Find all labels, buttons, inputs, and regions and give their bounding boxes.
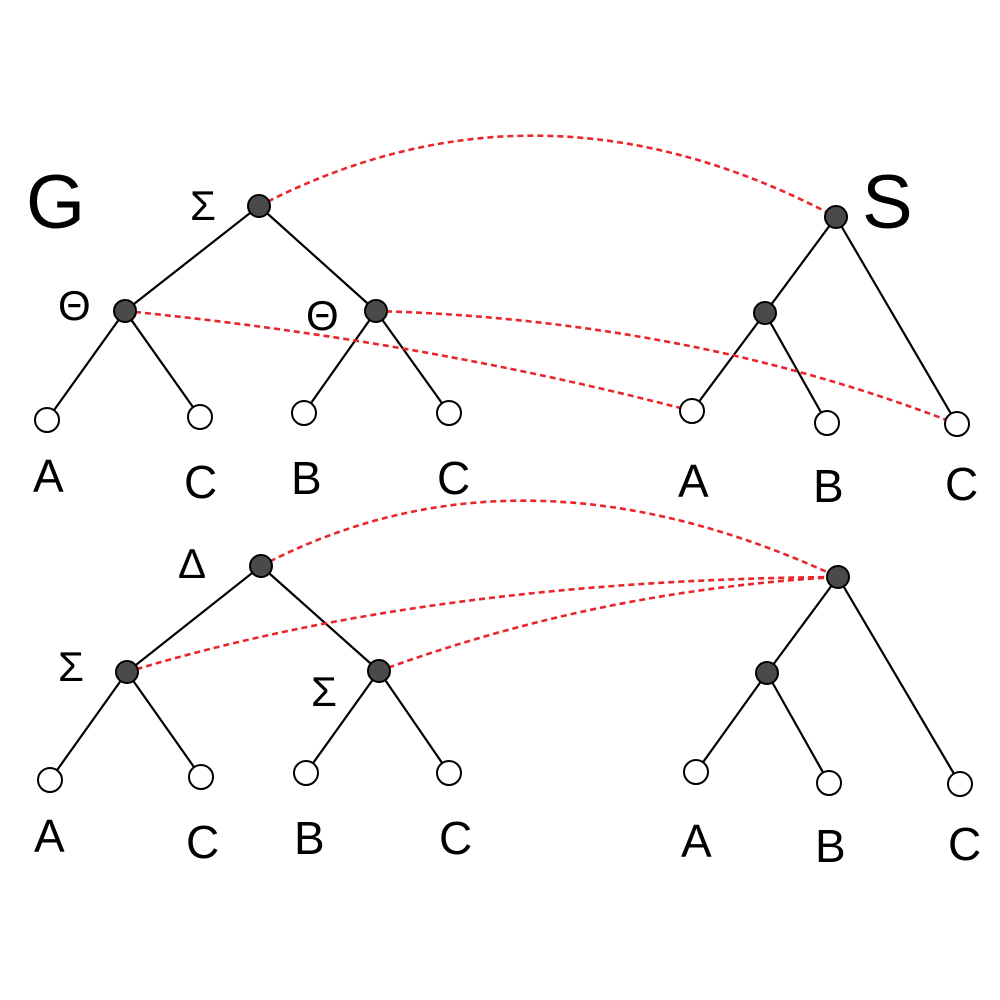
species-leaf-label: A: [681, 815, 712, 867]
gene-leaf-node: [188, 764, 214, 790]
top-species-tree-edges: [691, 216, 958, 425]
root-event-label: Δ: [178, 540, 206, 587]
panel-bottom: Δ Σ Σ A C B C A B C: [34, 499, 981, 872]
gene-tree-label: G: [26, 160, 85, 245]
species-leaf-node: [947, 771, 973, 797]
edge: [837, 576, 961, 785]
edge: [305, 670, 380, 774]
edge: [260, 565, 380, 672]
left-event-label: Σ: [58, 643, 84, 690]
edge: [691, 312, 766, 412]
edge: [695, 672, 768, 773]
gene-internal-node: [367, 659, 391, 683]
edge: [764, 312, 828, 424]
edge: [49, 671, 128, 781]
right-event-label: Σ: [311, 668, 337, 715]
gene-internal-node: [364, 299, 388, 323]
gene-leaf-node: [293, 760, 319, 786]
gene-root-node: [247, 194, 271, 218]
mapping-line: [124, 309, 693, 413]
right-event-label: Θ: [306, 292, 339, 339]
edge: [375, 310, 450, 414]
species-leaf-node: [816, 770, 842, 796]
edge: [766, 672, 830, 784]
species-leaf-node: [683, 759, 709, 785]
gene-leaf-label: C: [184, 456, 217, 508]
mapping-line: [260, 499, 839, 579]
species-leaf-label: B: [815, 820, 846, 872]
gene-leaf-node: [37, 767, 63, 793]
gene-internal-node: [113, 299, 137, 323]
gene-leaf-label: A: [34, 810, 65, 862]
species-tree-label: S: [862, 160, 913, 245]
species-root-node: [826, 565, 850, 589]
gene-leaf-label: C: [186, 816, 219, 868]
gene-leaf-label: B: [291, 452, 322, 504]
species-internal-node: [755, 661, 779, 685]
species-leaf-label: B: [813, 460, 844, 512]
edge: [126, 565, 262, 673]
species-leaf-node: [944, 411, 970, 437]
gene-leaf-label: C: [437, 452, 470, 504]
species-leaf-label: C: [945, 458, 978, 510]
edge: [378, 670, 450, 774]
bottom-gene-tree-edges: [49, 565, 450, 781]
edge: [303, 310, 377, 414]
mapping-line: [375, 309, 958, 426]
top-mappings: [124, 134, 958, 426]
gene-leaf-node: [187, 404, 213, 430]
top-gene-tree-edges: [46, 205, 450, 421]
gene-leaf-label: A: [33, 450, 64, 502]
gene-leaf-node: [34, 407, 60, 433]
edge: [46, 310, 126, 421]
panel-top: G S Σ Θ Θ A C B C A B C: [26, 134, 978, 512]
bottom-mappings: [126, 499, 839, 674]
mapping-line: [258, 134, 837, 219]
root-event-label: Σ: [190, 182, 216, 229]
left-event-label: Θ: [58, 282, 91, 329]
mapping-line: [378, 575, 839, 673]
gene-leaf-label: B: [294, 812, 325, 864]
bottom-species-tree-edges: [695, 576, 961, 785]
edge: [124, 205, 260, 312]
edge: [835, 216, 958, 425]
gene-root-node: [249, 554, 273, 578]
species-internal-node: [753, 301, 777, 325]
gene-leaf-node: [291, 400, 317, 426]
species-root-node: [824, 205, 848, 229]
edge: [764, 216, 837, 314]
edge: [766, 576, 839, 674]
edge: [124, 310, 201, 418]
species-leaf-node: [679, 398, 705, 424]
gene-internal-node: [115, 660, 139, 684]
mapping-line: [126, 575, 839, 674]
gene-leaf-node: [436, 400, 462, 426]
species-leaf-node: [814, 410, 840, 436]
species-leaf-label: C: [948, 818, 981, 870]
species-leaf-label: A: [678, 455, 709, 507]
edge: [126, 671, 202, 778]
edge: [258, 205, 377, 312]
gene-leaf-node: [436, 760, 462, 786]
gene-leaf-label: C: [439, 812, 472, 864]
